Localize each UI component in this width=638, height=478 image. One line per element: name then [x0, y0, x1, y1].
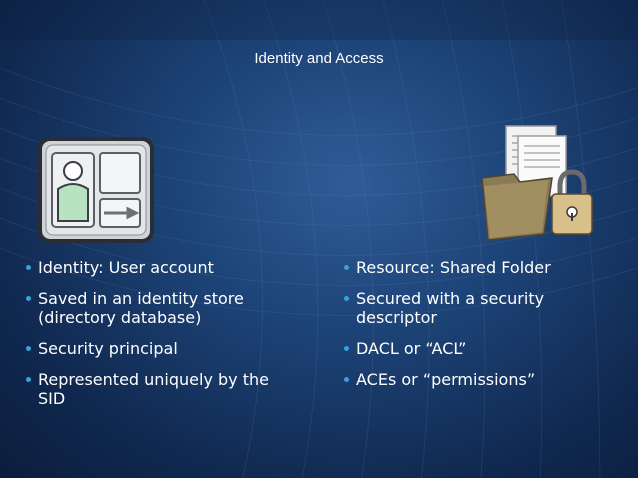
- bullet-dot-icon: [344, 265, 349, 270]
- bullet-text: Saved in an identity store (directory da…: [38, 289, 244, 327]
- bullet-item: Represented uniquely by the SID: [26, 370, 296, 408]
- identity-card-icon: [38, 137, 154, 243]
- bullet-text: Resource: Shared Folder: [356, 258, 551, 277]
- bullet-item: Resource: Shared Folder: [344, 258, 614, 277]
- bullet-text: Identity: User account: [38, 258, 214, 277]
- bullet-item: ACEs or “permissions”: [344, 370, 614, 389]
- bullet-dot-icon: [26, 296, 31, 301]
- locked-folder-icon: [481, 125, 593, 241]
- bullet-item: Secured with a security descriptor: [344, 289, 614, 327]
- bullet-dot-icon: [26, 346, 31, 351]
- bullet-item: Saved in an identity store (directory da…: [26, 289, 296, 327]
- bullet-text: ACEs or “permissions”: [356, 370, 536, 389]
- slide-title: Identity and Access: [254, 50, 384, 67]
- resource-bullets: Resource: Shared Folder Secured with a s…: [344, 258, 614, 401]
- bullet-dot-icon: [26, 377, 31, 382]
- bullet-text: Security principal: [38, 339, 178, 358]
- bullet-text: Secured with a security descriptor: [356, 289, 545, 327]
- bullet-dot-icon: [26, 265, 31, 270]
- bullet-dot-icon: [344, 346, 349, 351]
- bullet-item: Identity: User account: [26, 258, 296, 277]
- bullet-dot-icon: [344, 296, 349, 301]
- bullet-text: Represented uniquely by the SID: [38, 370, 269, 408]
- bullet-item: Security principal: [26, 339, 296, 358]
- bullet-item: DACL or “ACL”: [344, 339, 614, 358]
- bullet-text: DACL or “ACL”: [356, 339, 467, 358]
- identity-bullets: Identity: User account Saved in an ident…: [26, 258, 296, 420]
- bullet-dot-icon: [344, 377, 349, 382]
